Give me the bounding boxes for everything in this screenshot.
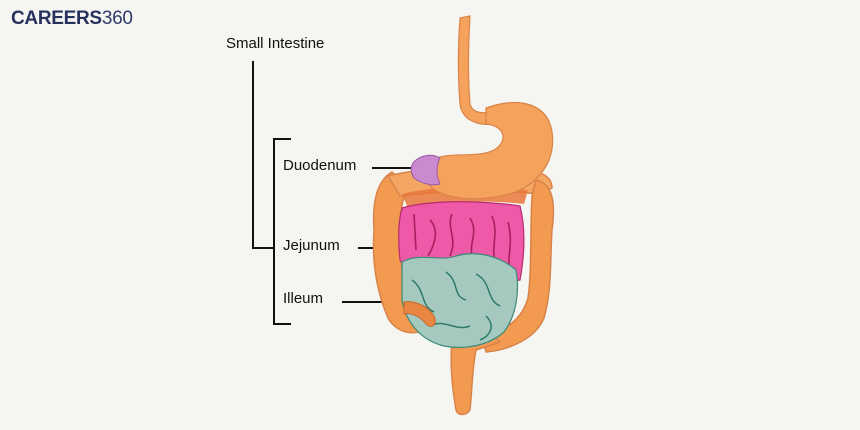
logo-text-careers: CAREERS [11, 8, 102, 29]
duodenum-label: Duodenum [283, 157, 357, 174]
bracket-vertical [273, 138, 275, 325]
bracket-top [273, 138, 291, 140]
bracket-bottom [273, 323, 291, 325]
small-intestine-title: Small Intestine [226, 35, 325, 52]
duodenum-pointer [372, 167, 422, 169]
jejunum-label: Jejunum [283, 237, 340, 254]
ileum [401, 253, 519, 349]
stomach [425, 102, 554, 200]
careers360-logo: CAREERS360 [11, 8, 133, 30]
title-connector-vertical [252, 61, 254, 249]
appendix [403, 301, 436, 327]
logo-text-360: 360 [101, 8, 133, 29]
title-connector-horizontal [252, 247, 274, 249]
duodenum [410, 154, 441, 186]
illeum-label: Illeum [283, 290, 324, 307]
